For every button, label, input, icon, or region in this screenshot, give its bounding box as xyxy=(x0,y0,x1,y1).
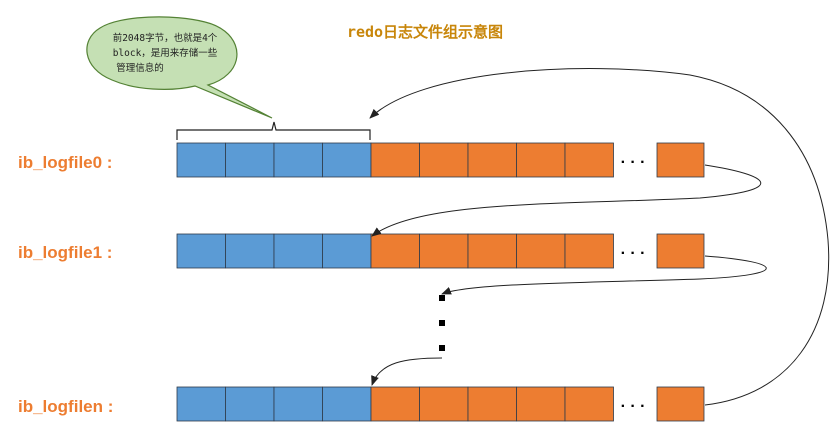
row-1-ellipsis: · · · xyxy=(621,245,646,262)
vertical-ellipsis xyxy=(439,295,445,351)
header-block-2 xyxy=(273,386,323,422)
callout-line-3: 管理信息的 xyxy=(116,62,164,74)
callout-line-2: block，是用来存储一些 xyxy=(113,47,218,59)
header-block-2 xyxy=(273,233,323,269)
log-block-4 xyxy=(370,233,420,269)
arrow-file0-to-file1 xyxy=(371,164,762,237)
log-block-6 xyxy=(467,142,517,178)
log-block-7 xyxy=(516,386,566,422)
log-block-5 xyxy=(419,233,469,269)
log-block-8 xyxy=(564,386,614,422)
log-block-7 xyxy=(516,142,566,178)
header-block-3 xyxy=(322,386,372,422)
file-label-0: ib_logfile0 : xyxy=(18,153,112,172)
log-block-6 xyxy=(467,386,517,422)
header-brace xyxy=(176,121,371,140)
header-block-2 xyxy=(273,142,323,178)
file-label-1: ib_logfile1 : xyxy=(18,243,112,262)
log-block-4 xyxy=(370,142,420,178)
block-row-0 xyxy=(176,142,705,178)
arrow-into-filen xyxy=(371,357,443,386)
log-block-7 xyxy=(516,233,566,269)
log-block-6 xyxy=(467,233,517,269)
log-block-4 xyxy=(370,386,420,422)
block-rows xyxy=(176,142,705,422)
log-block-5 xyxy=(419,142,469,178)
callout-bubble: 前2048字节，也就是4个 block，是用来存储一些 管理信息的 xyxy=(86,16,273,119)
log-block-8 xyxy=(564,142,614,178)
header-block-0 xyxy=(176,142,226,178)
log-block-last xyxy=(656,386,705,422)
arrow-file1-onward xyxy=(441,255,767,295)
header-block-0 xyxy=(176,386,226,422)
header-block-3 xyxy=(322,142,372,178)
file-label-n: ib_logfilen : xyxy=(18,397,113,416)
diagram-title: redo日志文件组示意图 xyxy=(347,23,503,41)
header-block-3 xyxy=(322,233,372,269)
callout-shape xyxy=(86,16,273,119)
row-n-ellipsis: · · · xyxy=(621,398,646,415)
header-block-1 xyxy=(225,142,275,178)
block-row-n xyxy=(176,386,705,422)
row-0-ellipsis: · · · xyxy=(621,154,646,171)
callout-line-1: 前2048字节，也就是4个 xyxy=(113,32,218,44)
log-block-5 xyxy=(419,386,469,422)
log-block-8 xyxy=(564,233,614,269)
header-block-0 xyxy=(176,233,226,269)
log-block-last xyxy=(656,233,705,269)
header-block-1 xyxy=(225,386,275,422)
arrow-filen-to-file0 xyxy=(369,68,830,406)
header-block-1 xyxy=(225,233,275,269)
block-row-1 xyxy=(176,233,705,269)
log-block-last xyxy=(656,142,705,178)
